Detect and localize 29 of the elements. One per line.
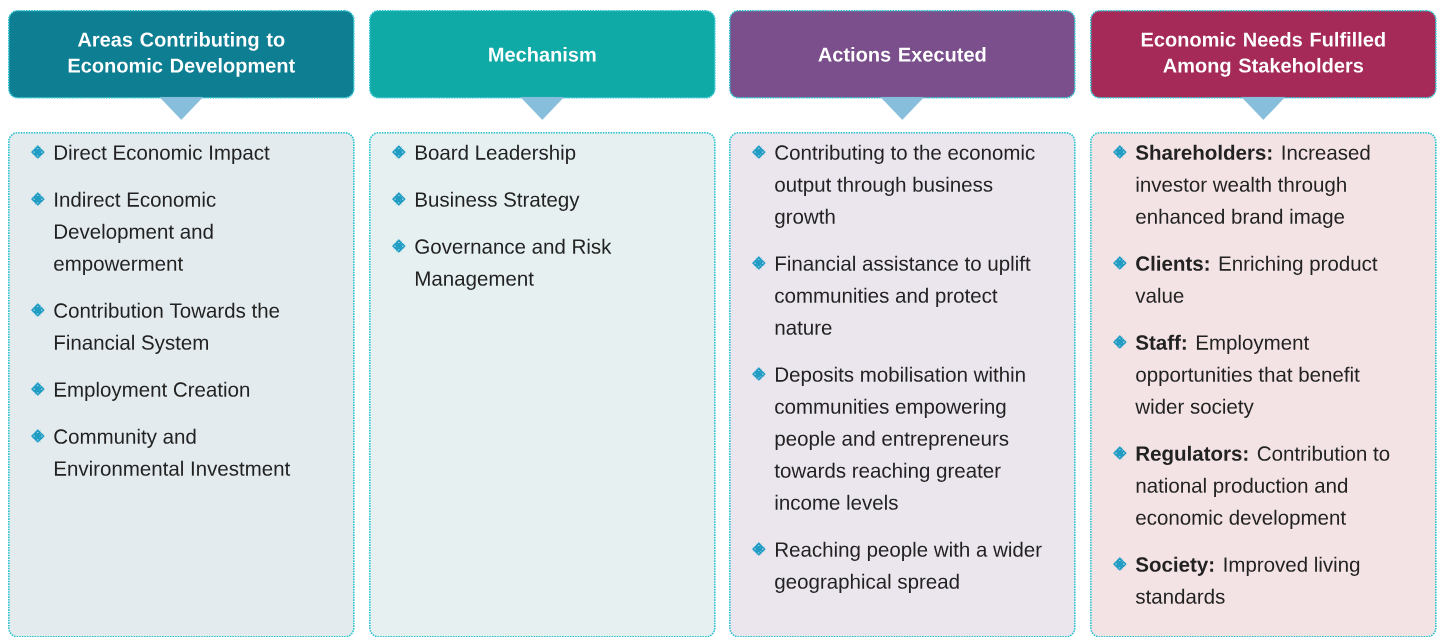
chevron-arrow: [1241, 96, 1286, 120]
list-item: Indirect Economic Development and empowerment: [54, 191, 216, 275]
list-item: Governance and Risk Management: [415, 238, 612, 290]
list-panel: [729, 132, 1076, 637]
list-item: Financial assistance to uplift communities and protect nature: [775, 255, 1031, 335]
header-box: Economic Needs Fulfilled Among Stakeholders: [1090, 10, 1437, 99]
list-item: Clients: Enriching product value: [1135, 255, 1378, 303]
list-item: Direct Economic Impact: [55, 144, 270, 164]
list-item: Staff: Employment opportunities that benefit wider society: [1135, 334, 1360, 418]
header-box: Areas Contributing to Economic Development: [8, 10, 355, 99]
chevron-arrow: [159, 96, 204, 120]
list-item: Business Strategy: [416, 191, 580, 211]
list-item: Reaching people with a wider geographical spread: [775, 541, 1042, 593]
header-box: Actions Executed: [729, 10, 1076, 99]
header-box: Mechanism: [369, 10, 716, 99]
list-panel: [8, 132, 355, 637]
list-item: Deposits mobilisation within communities empowering people and entrepreneurs towards reaching greater income levels: [774, 366, 1025, 510]
list-item: Employment Creation: [55, 381, 250, 401]
list-item: Contributing to the economic output through business growth: [775, 144, 1035, 228]
list-item: Contribution Towards the Financial System: [54, 302, 280, 354]
list-item: Society: Improved living standards: [1135, 556, 1360, 604]
list-item: Regulators: Contribution to national production and economic development: [1136, 445, 1390, 529]
list-panel: [369, 132, 716, 637]
list-item: Shareholders: Increased investor wealth through enhanced brand image: [1135, 144, 1370, 228]
chevron-arrow: [880, 96, 925, 120]
list-panel: [1090, 132, 1437, 637]
list-item: Community and Environmental Investment: [54, 428, 291, 476]
chevron-arrow: [520, 96, 565, 120]
list-item: Board Leadership: [416, 144, 576, 164]
